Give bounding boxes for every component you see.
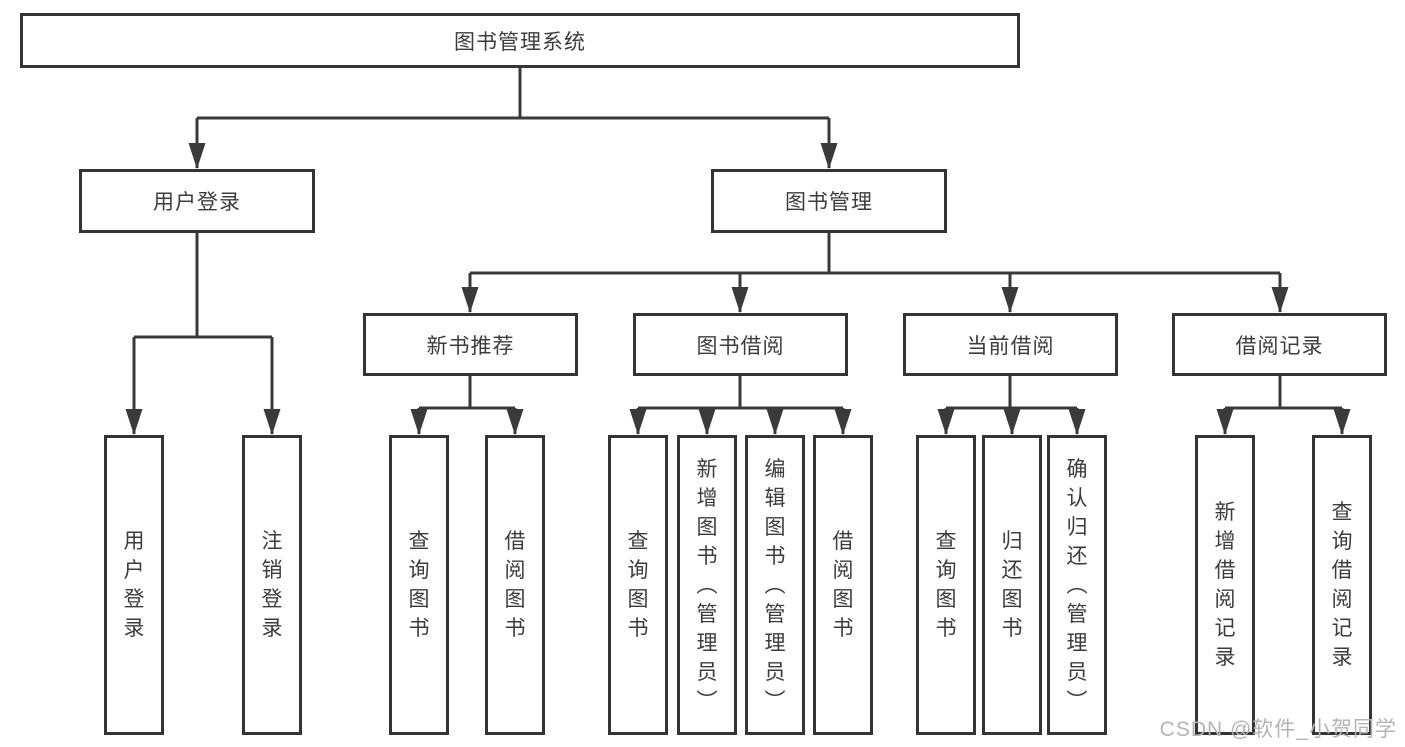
csdn-watermark: CSDN @软件_小贺同学 [1159, 718, 1397, 741]
node-book-borrowing: 图书借阅 [633, 313, 848, 376]
leaf-borrow-books-recommend: 借 阅 图 书 [485, 435, 545, 735]
leaf-query-books-recommend: 查 询 图 书 [389, 435, 449, 735]
leaf-return-books: 归 还 图 书 [982, 435, 1042, 735]
node-borrow-records: 借阅记录 [1172, 313, 1387, 376]
node-current-borrowing: 当前借阅 [903, 313, 1118, 376]
user-login-split-line [134, 233, 272, 339]
borrow-records-split-line [1225, 376, 1342, 410]
leaf-add-books-admin: 新 增 图 书 ︵ 管 理 员 ︶ [677, 435, 737, 735]
current-borrowing-split-line [946, 376, 1077, 410]
leaf-query-books-current: 查 询 图 书 [916, 435, 976, 735]
leaf-query-borrow-record: 查 询 借 阅 记 录 [1312, 435, 1372, 735]
leaf-confirm-return-admin: 确 认 归 还 ︵ 管 理 员 ︶ [1047, 435, 1107, 735]
node-new-book-recommend: 新书推荐 [363, 313, 578, 376]
book-management-split-line [470, 233, 1280, 275]
leaf-edit-books-admin: 编 辑 图 书 ︵ 管 理 员 ︶ [745, 435, 805, 735]
book-borrowing-split-line [638, 376, 843, 410]
node-user-login: 用户登录 [79, 169, 315, 233]
leaf-borrow-books-borrowing: 借 阅 图 书 [813, 435, 873, 735]
leaf-user-login: 用 户 登 录 [104, 435, 164, 735]
leaf-logout-login: 注 销 登 录 [242, 435, 302, 735]
leaf-query-books-borrowing: 查 询 图 书 [608, 435, 668, 735]
node-book-management: 图书管理 [711, 169, 947, 233]
node-library-system: 图书管理系统 [20, 13, 1020, 68]
root-split-line [197, 68, 829, 120]
leaf-add-borrow-record: 新 增 借 阅 记 录 [1195, 435, 1255, 735]
new-book-recommend-split-line [419, 376, 515, 410]
